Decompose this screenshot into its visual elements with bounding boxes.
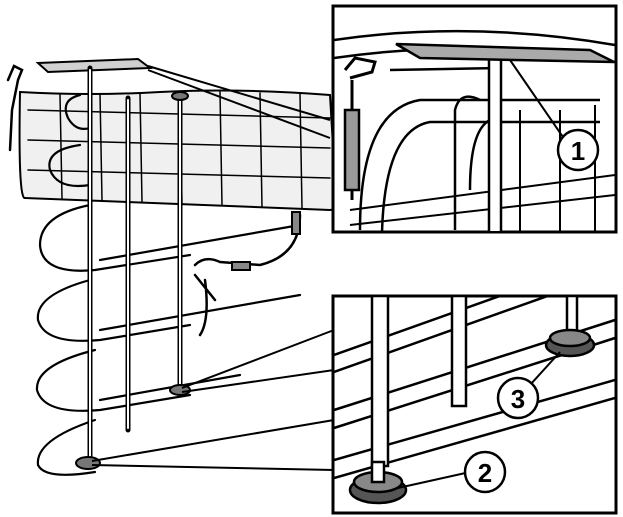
leader-lines (91, 65, 335, 471)
plate-item-1 (395, 42, 615, 64)
callout-2-circle (463, 450, 507, 494)
curved-rods (35, 93, 302, 476)
inset-top: 1 (331, 4, 618, 234)
top-plate (35, 57, 153, 74)
inset-bottom: 2 3 (331, 294, 618, 515)
hinge-bracket (6, 64, 24, 152)
callout-3-circle (496, 376, 540, 420)
knob-lower (75, 456, 101, 470)
rack-main-view (6, 57, 340, 476)
knob-item-2 (348, 460, 408, 505)
callout-1-circle (556, 128, 600, 172)
callout-1-number: 1 (571, 136, 585, 166)
knob-item-3 (544, 328, 596, 358)
callout-3-number: 3 (511, 384, 525, 414)
callout-2-number: 2 (478, 458, 492, 488)
center-mechanism (193, 213, 302, 337)
